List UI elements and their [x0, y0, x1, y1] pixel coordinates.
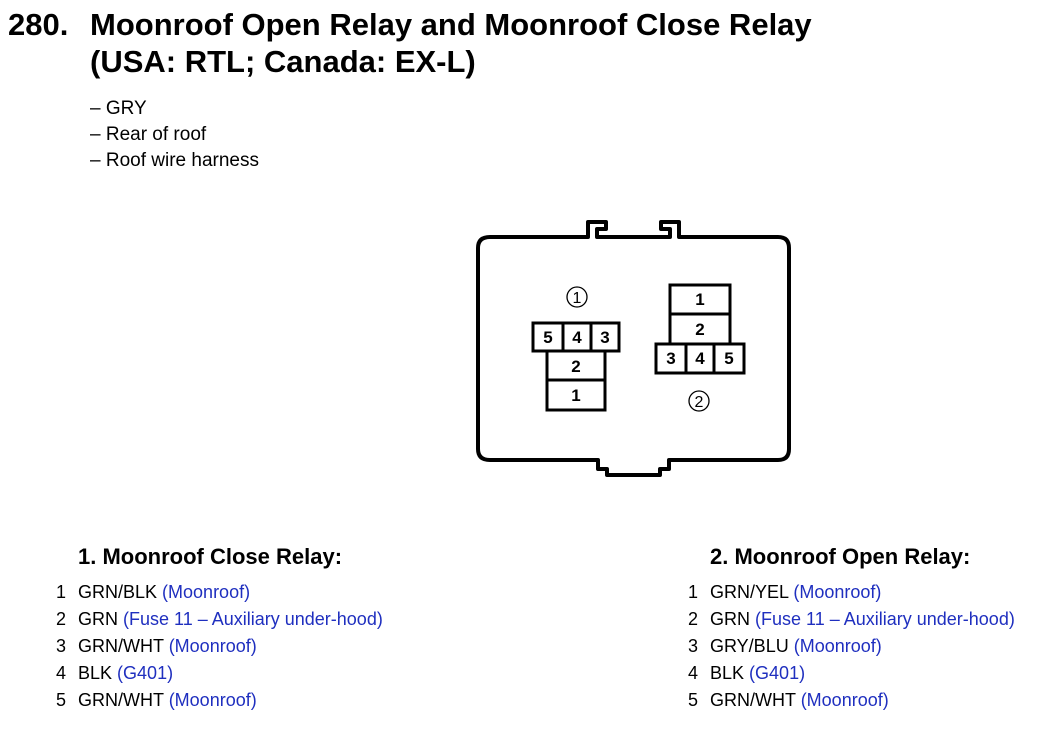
pin-number: 1	[56, 582, 67, 602]
wire-destination: (G401)	[117, 663, 174, 683]
relay-2-marker-circle	[688, 390, 710, 412]
section-number: 280.	[8, 7, 69, 42]
wire-destination: (Moonroof)	[793, 582, 882, 602]
relay-2-socket: 1 2 3 4 5 2	[654, 283, 746, 412]
pin-number: 5	[688, 690, 699, 710]
pin-row: 2 GRN (Fuse 11 – Auxiliary under-hood)	[56, 606, 383, 633]
relay-1-pin-2: 2	[571, 357, 580, 376]
title-line-2: (USA: RTL; Canada: EX-L)	[90, 44, 476, 79]
wire-destination: (Fuse 11 – Auxiliary under-hood)	[123, 609, 383, 629]
wire-destination: (Fuse 11 – Auxiliary under-hood)	[755, 609, 1015, 629]
wire-destination: (Moonroof)	[162, 582, 251, 602]
relay-1-pinout: 1. Moonroof Close Relay: 1 GRN/BLK (Moonr…	[56, 543, 383, 714]
wire-color: GRN/WHT	[710, 690, 796, 710]
wire-color: GRN/WHT	[78, 636, 164, 656]
wire-color: GRN/BLK	[78, 582, 158, 602]
pin-row: 4 BLK (G401)	[56, 660, 383, 687]
wire-color: GRN	[710, 609, 750, 629]
wire-color: GRY/BLU	[710, 636, 789, 656]
relay-2-marker: 2	[695, 394, 704, 411]
relay-2-pin-1: 1	[695, 290, 704, 309]
connector-info-list: – GRY – Rear of roof – Roof wire harness	[90, 96, 259, 174]
pin-number: 2	[56, 609, 67, 629]
relay-2-pin-2: 2	[695, 320, 704, 339]
pin-row: 4 BLK (G401)	[688, 660, 1015, 687]
relay-1-pin-1: 1	[571, 386, 580, 405]
relay-2-heading: 2. Moonroof Open Relay:	[710, 544, 971, 569]
wire-color: BLK	[78, 663, 113, 683]
pin-row: 2 GRN (Fuse 11 – Auxiliary under-hood)	[688, 606, 1015, 633]
wire-destination: (Moonroof)	[168, 690, 257, 710]
wire-destination: (Moonroof)	[168, 636, 257, 656]
connector-harness: – Roof wire harness	[90, 150, 259, 171]
relay-1-pin-list: 1 GRN/BLK (Moonroof) 2 GRN (Fuse 11 – Auxi…	[56, 579, 383, 714]
connector-color: – GRY	[90, 98, 147, 119]
wire-color: BLK	[710, 663, 745, 683]
relay-2-pin-list: 1 GRN/YEL (Moonroof) 2 GRN (Fuse 11 – Auxi…	[688, 579, 1015, 714]
wire-destination: (Moonroof)	[793, 636, 882, 656]
relay-2-pin-5: 5	[724, 349, 733, 368]
pin-row: 3 GRY/BLU (Moonroof)	[688, 633, 1015, 660]
relay-1-heading: 1. Moonroof Close Relay:	[78, 544, 343, 569]
pin-number: 4	[688, 663, 699, 683]
relay-2-pin-4: 4	[695, 349, 705, 368]
relay-1-pin-1-cell	[545, 378, 607, 412]
connector-location: – Rear of roof	[90, 124, 207, 145]
relay-box-outline	[476, 220, 791, 477]
wire-destination: (Moonroof)	[800, 690, 889, 710]
relay-1-pin-3: 3	[600, 328, 609, 347]
wire-color: GRN/YEL	[710, 582, 789, 602]
relay-1-socket: 1 5 4 3 2 1	[531, 286, 621, 412]
pin-row: 1 GRN/YEL (Moonroof)	[688, 579, 1015, 606]
relay-1-marker: 1	[573, 290, 582, 307]
pin-row: 1 GRN/BLK (Moonroof)	[56, 579, 383, 606]
pin-number: 3	[688, 636, 699, 656]
wire-destination: (G401)	[749, 663, 806, 683]
pin-number: 5	[56, 690, 67, 710]
pin-row: 5 GRN/WHT (Moonroof)	[688, 687, 1015, 714]
title-line-1: Moonroof Open Relay and Moonroof Close R…	[90, 7, 812, 42]
page-title: 280. Moonroof Open Relay and Moonroof Clo…	[8, 6, 812, 80]
relay-2-pin-5-cell	[712, 342, 746, 375]
pin-number: 4	[56, 663, 67, 683]
pin-number: 1	[688, 582, 699, 602]
relay-1-pin-4: 4	[572, 328, 582, 347]
pin-row: 3 GRN/WHT (Moonroof)	[56, 633, 383, 660]
pin-number: 2	[688, 609, 699, 629]
relay-2-pin-3: 3	[666, 349, 675, 368]
relay-2-pinout: 2. Moonroof Open Relay: 1 GRN/YEL (Moonro…	[688, 543, 1015, 714]
relay-1-pin-5: 5	[543, 328, 552, 347]
relay-1-marker-circle	[566, 286, 588, 308]
wire-color: GRN	[78, 609, 118, 629]
pin-number: 3	[56, 636, 67, 656]
wire-color: GRN/WHT	[78, 690, 164, 710]
pin-row: 5 GRN/WHT (Moonroof)	[56, 687, 383, 714]
